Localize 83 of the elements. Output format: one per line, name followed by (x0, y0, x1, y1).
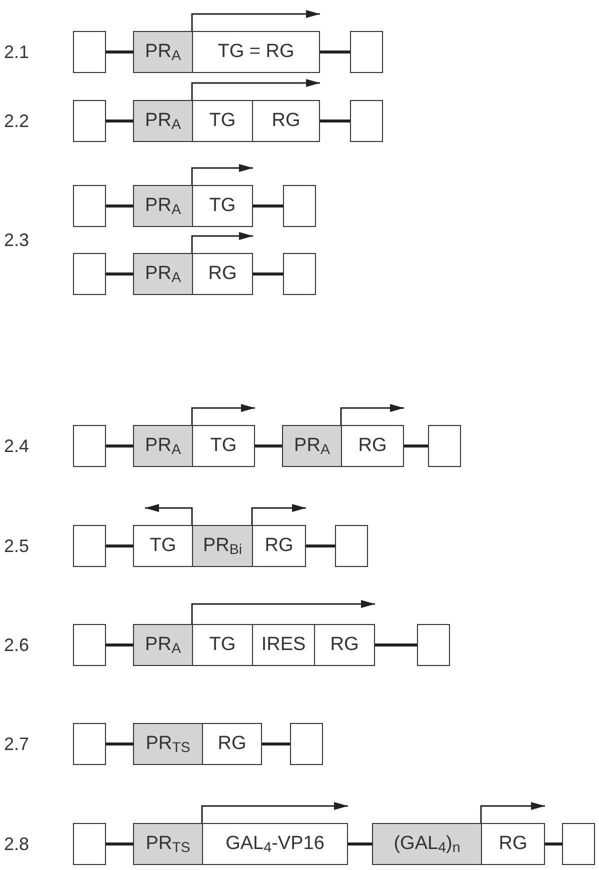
connector-line (106, 50, 133, 54)
gene-segment: TG (192, 100, 253, 142)
construct-number: 2.7 (4, 733, 30, 755)
flank-box (73, 723, 106, 765)
promoter-segment: PR$_{A}$ (133, 31, 193, 73)
gene-segment: TG (192, 624, 253, 666)
transcription-arrow (251, 504, 306, 525)
transcription-arrow (340, 404, 404, 425)
promoter-segment: PR$_{Bi}$ (192, 525, 253, 567)
flank-box (73, 31, 106, 73)
flank-box (73, 100, 106, 142)
construct-number: 2.4 (4, 435, 30, 457)
transcription-arrow (480, 802, 545, 823)
connector-line (404, 444, 428, 448)
connector-line (348, 842, 372, 846)
promoter-segment: PR$_{A}$ (282, 425, 342, 467)
connector-line (545, 842, 562, 846)
gene-segment: RG (341, 425, 404, 467)
transcription-arrow (201, 802, 348, 823)
flank-box (335, 525, 368, 567)
promoter-segment: (GAL$_{4}$)$_{n}$ (372, 823, 482, 865)
connector-line (262, 742, 290, 746)
transcription-arrow (191, 600, 375, 624)
transcription-arrow (191, 164, 253, 185)
connector-line (106, 120, 133, 122)
connector-line (320, 50, 350, 54)
connector-line (253, 272, 283, 276)
connector-line (106, 272, 133, 276)
flank-box (73, 425, 106, 467)
flank-box (73, 624, 106, 666)
gene-segment: RG (252, 525, 306, 567)
connector-line (106, 204, 133, 208)
transcription-arrow (145, 504, 193, 525)
promoter-segment: PR$_{A}$ (133, 624, 193, 666)
promoter-segment: PR$_{A}$ (133, 425, 193, 467)
flank-box (73, 823, 106, 865)
flank-box (73, 185, 106, 227)
promoter-segment: PR$_{A}$ (133, 185, 193, 227)
connector-line (375, 644, 417, 646)
gene-segment: RG (192, 253, 253, 295)
gene-segment: RG (252, 100, 320, 142)
construct-number: 2.2 (4, 110, 30, 132)
gene-segment: TG = RG (192, 31, 320, 73)
construct-number: 2.5 (4, 535, 30, 557)
connector-line (320, 120, 350, 122)
connector-line (106, 842, 133, 846)
gene-segment: RG (314, 624, 375, 666)
construct-number: 2.8 (4, 833, 30, 855)
flank-box (350, 100, 383, 142)
connector-line (106, 544, 133, 548)
flank-box (417, 624, 450, 666)
gene-segment: RG (202, 723, 262, 765)
flank-box (283, 253, 316, 295)
connector-line (255, 444, 282, 448)
flank-box (350, 31, 383, 73)
flank-box (73, 525, 106, 567)
flank-box (283, 185, 316, 227)
transcription-arrow (191, 10, 320, 31)
gene-segment: TG (192, 185, 253, 227)
promoter-segment: PR$_{A}$ (133, 100, 193, 142)
gene-segment: RG (481, 823, 545, 865)
connector-line (253, 204, 283, 208)
gene-segment: TG (133, 525, 193, 567)
flank-box (562, 823, 595, 865)
connector-line (106, 644, 133, 646)
flank-box (428, 425, 461, 467)
connector-line (306, 544, 335, 548)
transcription-arrow (191, 232, 253, 253)
flank-box (290, 723, 323, 765)
promoter-segment: PR$_{TS}$ (133, 823, 203, 865)
transcription-arrow (191, 404, 255, 425)
gene-segment: IRES (252, 624, 315, 666)
construct-number: 2.3 (4, 229, 30, 251)
gene-segment: GAL$_{4}$-VP16 (202, 823, 348, 865)
promoter-segment: PR$_{TS}$ (133, 723, 203, 765)
transcription-arrow (191, 79, 320, 100)
flank-box (73, 253, 106, 295)
gene-segment: TG (192, 425, 255, 467)
connector-line (106, 444, 133, 448)
promoter-segment: PR$_{A}$ (133, 253, 193, 295)
construct-number: 2.1 (4, 41, 30, 63)
connector-line (106, 742, 133, 746)
construct-number: 2.6 (4, 634, 30, 656)
